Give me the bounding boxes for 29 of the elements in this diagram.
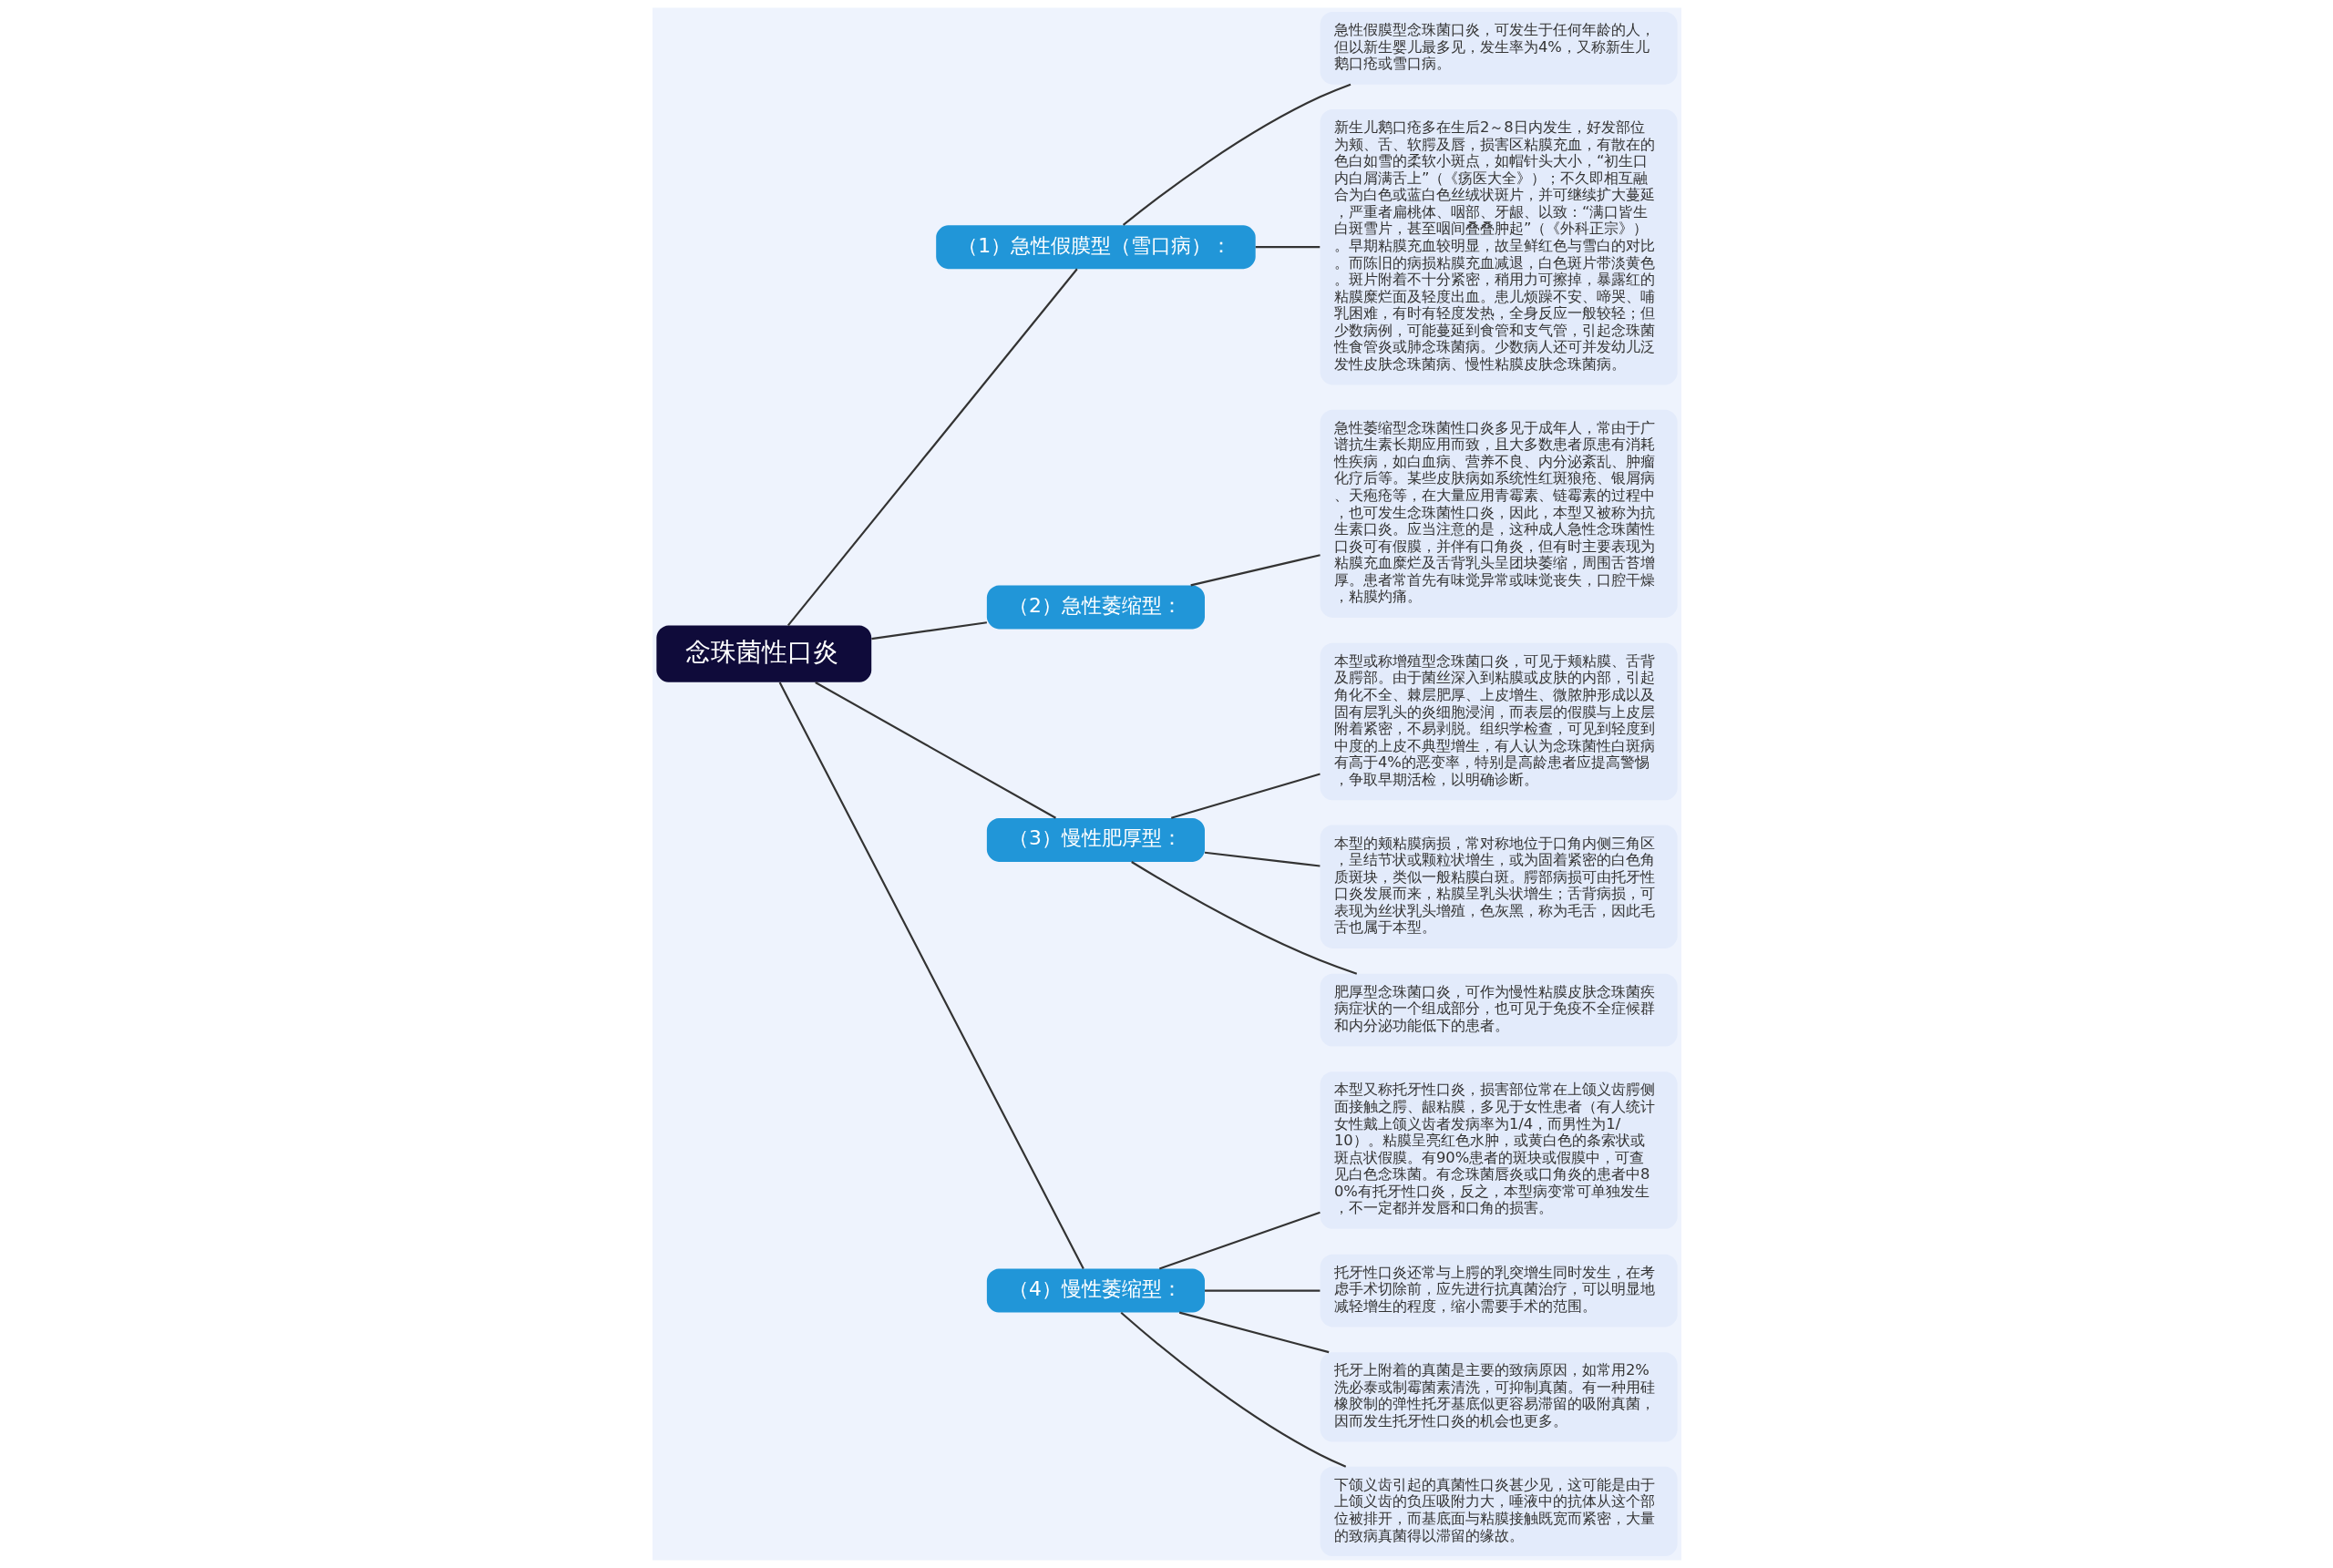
node-box: 急性萎缩型念珠菌性口炎多见于成年人，常由于广谱抗生素长期应用而致，且大多数患者原患有消耗性疾病，如白血病、营养不良、内分泌紊乱、肿瘤化疗后等。某些皮肤病如系统性红斑狼疮、银屑病、天疱疮等，在大量应用青霉素、链霉素的过程中，也可发生念珠菌性口炎，因此，本型又被称为抗生素口炎。应当注意的是，这种成人急性念珠菌性口炎可有假膜，并伴有口角炎，但有时主要表现为粘膜充血糜烂及舌背乳头呈团块萎缩，周围舌苔增厚。患者常首先有味觉异常或味觉丧失，口腔干燥，粘膜灼痛。	[1320, 409, 1678, 618]
node-box: 肥厚型念珠菌口炎，可作为慢性粘膜皮肤念珠菌疾病症状的一个组成部分，也可见于免疫不全症候群和内分泌功能低下的患者。	[1320, 973, 1678, 1047]
connector	[1204, 1289, 1320, 1292]
connector	[814, 682, 1056, 819]
connector	[778, 682, 1084, 1269]
node-box: （3）慢性肥厚型：	[986, 817, 1205, 862]
node-box: 急性假膜型念珠菌口炎，可发生于任何年龄的人，但以新生婴儿最多见，发生率为4%，又称新生儿鹅口疮或雪口病。	[1320, 11, 1678, 85]
connector	[1170, 773, 1321, 819]
connector	[1130, 861, 1357, 975]
connector	[786, 268, 1078, 626]
node-box: 托牙上附着的真菌是主要的致病原因，如常用2%洗必泰或制霉菌素清洗，可抑制真菌。有一种用硅橡胶制的弹性托牙基底似更容易滞留的吸附真菌，因而发生托牙性口炎的机会也更多。	[1320, 1352, 1678, 1442]
node-box: （4）慢性萎缩型：	[986, 1268, 1205, 1313]
connector	[1178, 1311, 1329, 1354]
connector	[1158, 1211, 1321, 1270]
node-box: 本型的颊粘膜病损，常对称地位于口角内侧三角区，呈结节状或颗粒状增生，或为固着紧密的白色角质斑块，类似一般粘膜白斑。腭部病损可由托牙性口炎发展而来，粘膜呈乳头状增生；舌背病损，可表现为丝状乳头增殖，色灰黑，称为毛舌，因此毛舌也属于本型。	[1320, 825, 1678, 948]
node-box: 下颌义齿引起的真菌性口炎甚少见，这可能是由于上颌义齿的负压吸附力大，唾液中的抗体从这个部位被排开，而基底面与粘膜接触既宽而紧密，大量的致病真菌得以滞留的缘故。	[1320, 1466, 1678, 1557]
node-box: （1）急性假膜型（雪口病）：	[935, 225, 1256, 270]
connector	[1120, 1311, 1346, 1468]
connector	[1189, 554, 1321, 587]
node-box: 念珠菌性口炎	[655, 625, 871, 682]
node-box: （2）急性萎缩型：	[986, 585, 1205, 630]
connector	[870, 621, 987, 641]
connector	[1204, 851, 1321, 867]
connector	[1255, 246, 1320, 249]
node-box: 新生儿鹅口疮多在生后2～8日内发生，好发部位为颊、舌、软腭及唇，损害区粘膜充血，有散在的色白如雪的柔软小斑点，如帽针头大小，“初生口内白屑满舌上”（《疡医大全》）；不久即相互融合为白色或蓝白色丝绒状斑片，并可继续扩大蔓延，严重者扁桃体、咽部、牙龈、以致：“满口皆生白斑雪片，甚至咽间叠叠肿起”（《外科正宗》）。早期粘膜充血较明显，故呈鲜红色与雪白的对比。而陈旧的病损粘膜充血减退，白色斑片带淡黄色。斑片附着不十分紧密，稍用力可擦掉，暴露红的粘膜糜烂面及轻度出血。患儿烦躁不安、啼哭、哺乳困难，有时有轻度发热，全身反应一般较轻；但少数病例，可能蔓延到食管和支气管，引起念珠菌性食管炎或肺念珠菌病。少数病人还可并发幼儿泛发性皮肤念珠菌病、慢性粘膜皮肤念珠菌病。	[1320, 108, 1678, 385]
node-box: 本型又称托牙性口炎，损害部位常在上颌义齿腭侧面接触之腭、龈粘膜，多见于女性患者（有人统计女性戴上颌义齿者发病率为1/4，而男性为1/10）。粘膜呈亮红色水肿，或黄白色的条索状或斑点状假膜。有90%患者的斑块或假膜中，可查见白色念珠菌。有念珠菌唇炎或口角炎的患者中80%有托牙性口炎，反之，本型病变常可单独发生，不一定都并发唇和口角的损害。	[1320, 1071, 1678, 1229]
node-box: 托牙性口炎还常与上腭的乳突增生同时发生，在考虑手术切除前，应先进行抗真菌治疗，可以明显地减轻增生的程度，缩小需要手术的范围。	[1320, 1254, 1678, 1327]
connector	[1122, 83, 1351, 226]
node-box: 本型或称增殖型念珠菌口炎，可见于颊粘膜、舌背及腭部。由于菌丝深入到粘膜或皮肤的内部，引起角化不全、棘层肥厚、上皮增生、微脓肿形成以及固有层乳头的炎细胞浸润，而表层的假膜与上皮层附着紧密，不易剥脱。组织学检查，可见到轻度到中度的上皮不典型增生，有人认为念珠菌性白斑病有高于4%的恶变率，特别是高龄患者应提高警惕，争取早期活检，以明确诊断。	[1320, 642, 1678, 801]
